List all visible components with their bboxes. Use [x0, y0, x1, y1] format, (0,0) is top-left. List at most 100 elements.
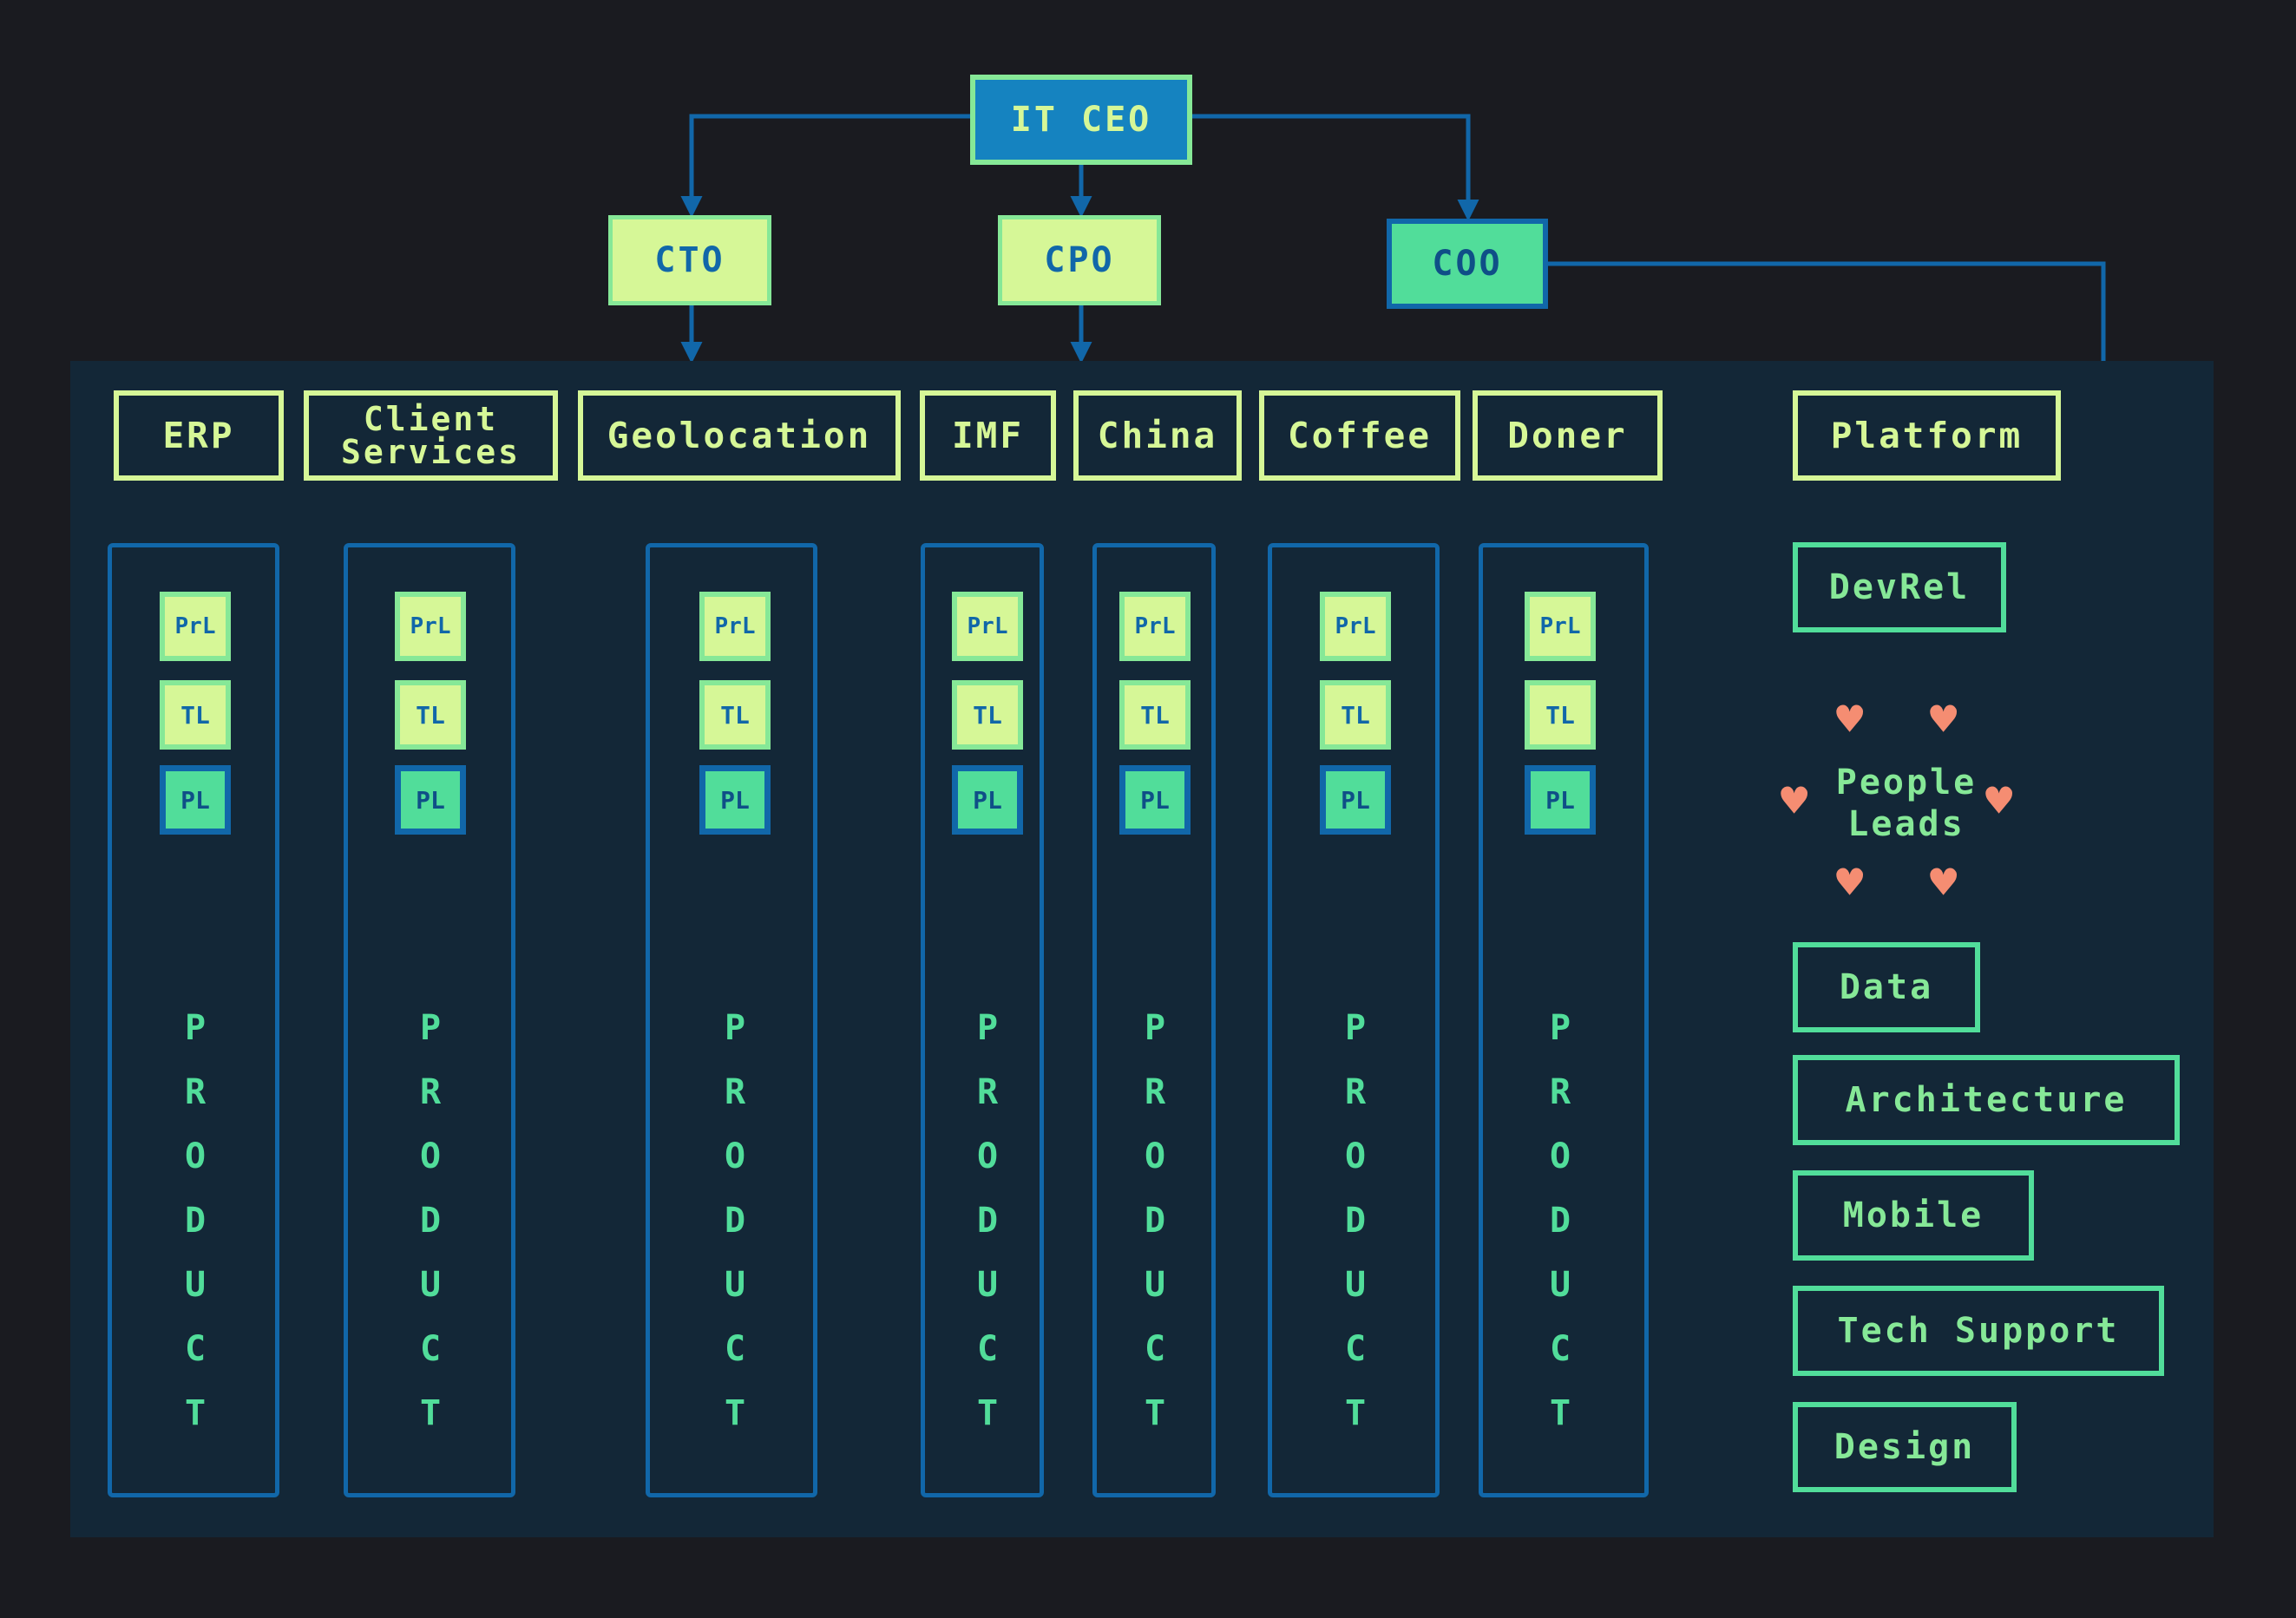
- team-label: Data: [1839, 967, 1934, 1007]
- pl-chip: PL: [1320, 765, 1391, 835]
- pl-chip: PL: [160, 765, 231, 835]
- prl-chip: PrL: [160, 592, 231, 661]
- heart-icon: ♥: [1781, 776, 1808, 828]
- tl-chip: TL: [160, 680, 231, 750]
- cpo-box: CPO: [998, 215, 1161, 305]
- unit-label: Client Services: [340, 400, 522, 471]
- heart-icon: ♥: [1836, 857, 1864, 909]
- team-tech-support: Tech Support: [1793, 1286, 2164, 1376]
- ceo-to-cto-line: [680, 114, 970, 218]
- product-column-label: P R O D U C T: [419, 1008, 442, 1433]
- pl-chip: PL: [952, 765, 1023, 835]
- product-column-label: P R O D U C T: [976, 1008, 999, 1433]
- heart-icon: ♥: [1930, 694, 1958, 746]
- it-ceo-label: IT CEO: [1010, 100, 1152, 140]
- unit-geolocation: Geolocation: [578, 390, 901, 481]
- devrel-box: DevRel: [1793, 542, 2006, 632]
- heart-icon: ♥: [1985, 776, 2013, 828]
- product-column-label: P R O D U C T: [1144, 1008, 1166, 1433]
- prl-label: PrL: [410, 613, 451, 639]
- team-data: Data: [1793, 942, 1980, 1032]
- prl-chip: PrL: [1119, 592, 1191, 661]
- unit-label: Geolocation: [607, 414, 872, 456]
- prl-chip: PrL: [1320, 592, 1391, 661]
- coo-box: COO: [1387, 219, 1548, 309]
- cto-box: CTO: [608, 215, 771, 305]
- product-column: [344, 543, 515, 1497]
- unit-platform: Platform: [1793, 390, 2061, 481]
- unit-erp: ERP: [114, 390, 284, 481]
- product-column-label: P R O D U C T: [1344, 1008, 1367, 1433]
- pl-chip: PL: [1525, 765, 1596, 835]
- pl-chip: PL: [699, 765, 771, 835]
- pl-label: PL: [1341, 785, 1370, 815]
- tl-label: TL: [180, 700, 210, 730]
- prl-label: PrL: [1335, 613, 1376, 639]
- unit-china: China: [1073, 390, 1242, 481]
- team-label: Tech Support: [1837, 1311, 2120, 1351]
- heart-icon: ♥: [1930, 857, 1958, 909]
- team-mobile: Mobile: [1793, 1170, 2034, 1261]
- coo-label: COO: [1432, 244, 1503, 284]
- tl-chip: TL: [699, 680, 771, 750]
- team-architecture: Architecture: [1793, 1055, 2180, 1145]
- product-column-label: P R O D U C T: [1549, 1008, 1571, 1433]
- team-label: Design: [1834, 1427, 1976, 1467]
- tl-chip: TL: [1320, 680, 1391, 750]
- tl-label: TL: [416, 700, 445, 730]
- product-column: [1092, 543, 1216, 1497]
- product-column: [1268, 543, 1440, 1497]
- unit-label: China: [1097, 414, 1218, 456]
- prl-chip: PrL: [699, 592, 771, 661]
- heart-icon: ♥: [1836, 694, 1864, 746]
- prl-chip: PrL: [952, 592, 1023, 661]
- tl-chip: TL: [1525, 680, 1596, 750]
- prl-label: PrL: [714, 613, 756, 639]
- cto-label: CTO: [654, 240, 725, 280]
- product-column: [108, 543, 279, 1497]
- unit-label: Doner: [1507, 414, 1628, 456]
- tl-label: TL: [1140, 700, 1170, 730]
- people-leads-label: People Leads: [1835, 763, 1978, 844]
- unit-label: ERP: [162, 414, 235, 456]
- tl-chip: TL: [395, 680, 466, 750]
- devrel-label: DevRel: [1828, 567, 1971, 607]
- prl-label: PrL: [1134, 613, 1176, 639]
- unit-label: Coffee: [1287, 414, 1433, 456]
- prl-label: PrL: [174, 613, 216, 639]
- product-column: [1479, 543, 1649, 1497]
- pl-label: PL: [973, 785, 1002, 815]
- tl-chip: TL: [952, 680, 1023, 750]
- cpo-label: CPO: [1044, 240, 1115, 280]
- pl-label: PL: [1140, 785, 1170, 815]
- prl-chip: PrL: [1525, 592, 1596, 661]
- pl-chip: PL: [395, 765, 466, 835]
- team-label: Architecture: [1845, 1080, 2128, 1120]
- team-design: Design: [1793, 1402, 2017, 1492]
- tl-chip: TL: [1119, 680, 1191, 750]
- pl-label: PL: [720, 785, 750, 815]
- unit-doner: Doner: [1473, 390, 1663, 481]
- platform-label: Platform: [1830, 414, 2024, 456]
- prl-label: PrL: [967, 613, 1008, 639]
- ceo-to-coo-line: [1192, 114, 1479, 221]
- pl-label: PL: [180, 785, 210, 815]
- product-column-label: P R O D U C T: [184, 1008, 207, 1433]
- unit-coffee: Coffee: [1259, 390, 1460, 481]
- product-column: [646, 543, 817, 1497]
- unit-label: IMF: [951, 414, 1025, 456]
- tl-label: TL: [1545, 700, 1575, 730]
- tl-label: TL: [720, 700, 750, 730]
- pl-label: PL: [1545, 785, 1575, 815]
- unit-imf: IMF: [920, 390, 1056, 481]
- prl-chip: PrL: [395, 592, 466, 661]
- unit-client-services: Client Services: [304, 390, 558, 481]
- tl-label: TL: [1341, 700, 1370, 730]
- product-column-label: P R O D U C T: [724, 1008, 746, 1433]
- pl-chip: PL: [1119, 765, 1191, 835]
- product-column: [921, 543, 1044, 1497]
- organization-panel: [70, 361, 2214, 1537]
- it-ceo-box: IT CEO: [970, 75, 1192, 165]
- pl-label: PL: [416, 785, 445, 815]
- tl-label: TL: [973, 700, 1002, 730]
